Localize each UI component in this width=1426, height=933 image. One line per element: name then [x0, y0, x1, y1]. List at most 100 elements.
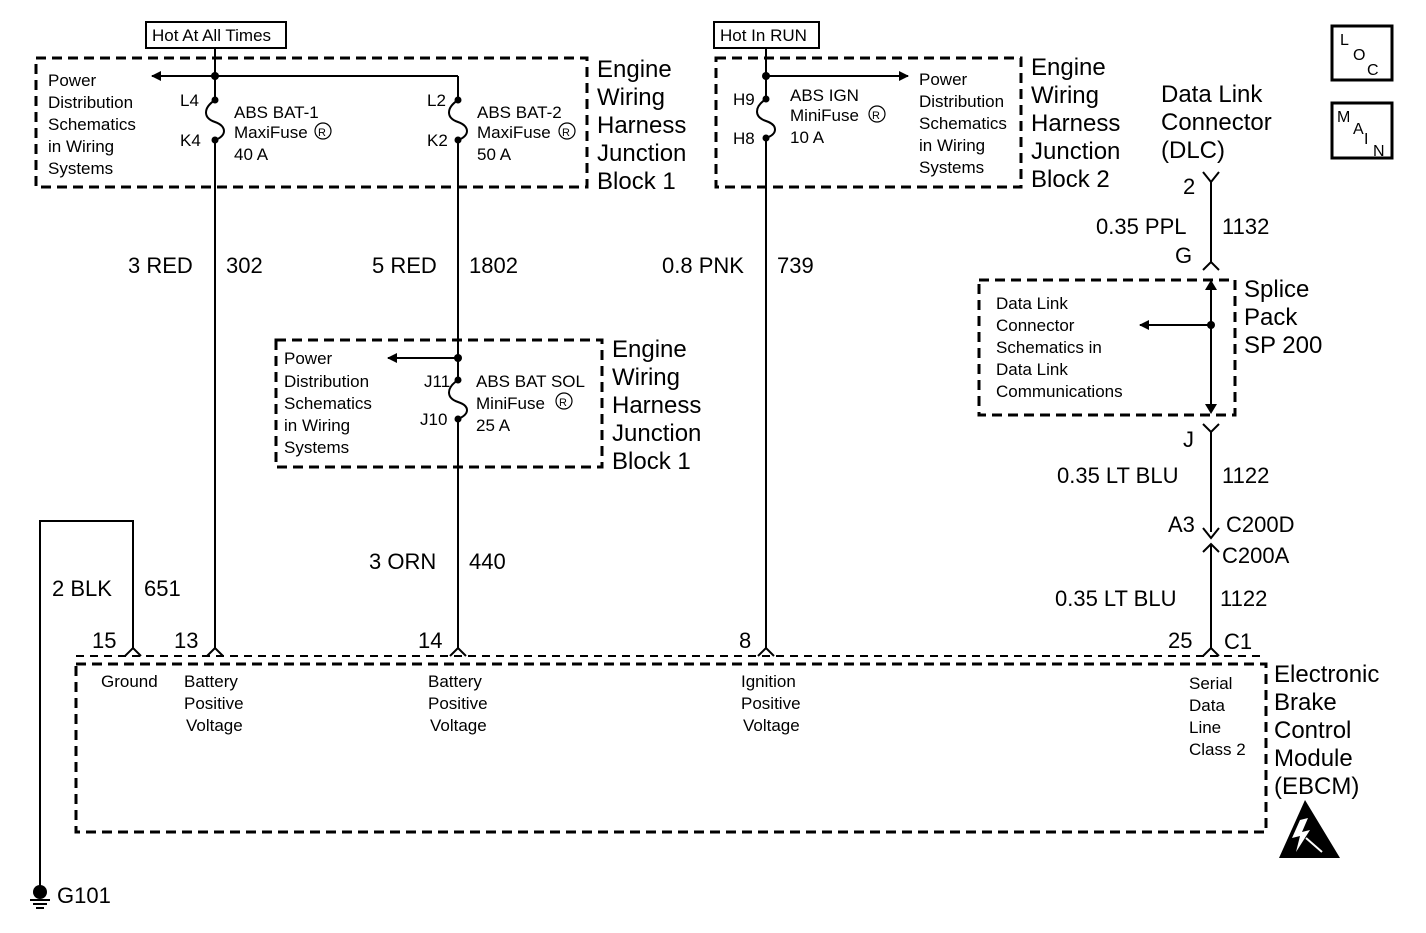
ebcm-connector-c1: C1: [1224, 629, 1252, 654]
svg-text:Positive: Positive: [428, 694, 488, 713]
svg-text:ABS BAT-1: ABS BAT-1: [234, 103, 319, 122]
svg-text:Battery: Battery: [184, 672, 238, 691]
svg-text:Junction: Junction: [612, 420, 701, 447]
svg-text:739: 739: [777, 253, 814, 278]
svg-text:L: L: [1340, 32, 1349, 49]
junction-block-2: Power Distribution Schematics in Wiring …: [714, 54, 1120, 193]
svg-text:Distribution: Distribution: [919, 92, 1004, 111]
wire-739-label: 0.8 PNK 739: [662, 253, 814, 278]
svg-text:Harness: Harness: [597, 112, 686, 139]
svg-text:1132: 1132: [1222, 214, 1269, 239]
svg-text:0.35 LT BLU: 0.35 LT BLU: [1057, 463, 1178, 488]
svg-text:440: 440: [469, 549, 506, 574]
svg-text:Distribution: Distribution: [48, 93, 133, 112]
svg-text:Power: Power: [48, 71, 97, 90]
abs-ign-fuse: H9 H8 ABS IGN MiniFuse R 10 A: [733, 76, 886, 148]
svg-text:Class 2: Class 2: [1189, 740, 1246, 759]
svg-text:Connector: Connector: [996, 316, 1075, 335]
svg-text:Serial: Serial: [1189, 674, 1232, 693]
svg-text:8: 8: [739, 628, 751, 653]
svg-text:J11: J11: [424, 372, 450, 391]
svg-text:3 RED: 3 RED: [128, 253, 193, 278]
svg-text:Connector: Connector: [1161, 109, 1272, 136]
svg-text:Schematics in: Schematics in: [996, 338, 1102, 357]
svg-text:Harness: Harness: [1031, 110, 1120, 137]
svg-text:13: 13: [174, 628, 198, 653]
jb1-mid-title: Engine: [612, 336, 687, 363]
power-distribution-ref-1: Power Distribution Schematics in Wiring …: [48, 71, 136, 178]
svg-text:14: 14: [418, 628, 442, 653]
ebcm-pin-8: 8 Ignition Positive Voltage: [739, 628, 801, 735]
svg-text:1122: 1122: [1222, 463, 1269, 488]
abs-bat-sol-fuse: J11 J10 ABS BAT SOL MiniFuse R 25 A: [420, 358, 585, 435]
svg-text:ABS BAT-2: ABS BAT-2: [477, 103, 562, 122]
svg-text:50 A: 50 A: [477, 145, 512, 164]
svg-text:Brake: Brake: [1274, 689, 1337, 716]
wire-1802-label: 5 RED 1802: [372, 253, 518, 278]
svg-text:A: A: [1353, 121, 1364, 138]
svg-text:Electronic: Electronic: [1274, 661, 1379, 688]
svg-text:Block 1: Block 1: [612, 448, 691, 475]
svg-text:Hot In RUN: Hot In RUN: [720, 26, 807, 45]
wire-302-label: 3 RED 302: [128, 253, 263, 278]
wire-1122b-label: 0.35 LT BLU 1122: [1055, 586, 1267, 611]
svg-text:Power: Power: [919, 70, 968, 89]
svg-text:R: R: [872, 110, 880, 122]
abs-bat-1-fuse: L4 K4 ABS BAT-1 MaxiFuse R 40 A: [180, 76, 332, 164]
svg-text:Data Link: Data Link: [996, 360, 1068, 379]
svg-text:Systems: Systems: [919, 158, 984, 177]
svg-text:0.35 LT BLU: 0.35 LT BLU: [1055, 586, 1176, 611]
svg-text:N: N: [1373, 143, 1385, 160]
svg-text:C200A: C200A: [1222, 543, 1290, 568]
svg-text:K4: K4: [180, 131, 201, 150]
svg-text:651: 651: [144, 576, 181, 601]
svg-text:2 BLK: 2 BLK: [52, 576, 112, 601]
svg-text:0.35 PPL: 0.35 PPL: [1096, 214, 1187, 239]
svg-text:Ground: Ground: [101, 672, 158, 691]
ebcm-pin-25: 25 Serial Data Line Class 2: [1168, 628, 1246, 759]
svg-text:Control: Control: [1274, 717, 1351, 744]
junction-block-1-top: Power Distribution Schematics in Wiring …: [34, 56, 686, 195]
wire-440-label: 3 ORN 440: [369, 549, 506, 574]
svg-text:Positive: Positive: [741, 694, 801, 713]
svg-text:O: O: [1353, 47, 1365, 64]
svg-text:302: 302: [226, 253, 263, 278]
svg-text:Voltage: Voltage: [430, 716, 487, 735]
main-button[interactable]: M A I N: [1330, 101, 1394, 160]
svg-text:Harness: Harness: [612, 392, 701, 419]
svg-text:G101: G101: [57, 883, 111, 908]
svg-text:in Wiring: in Wiring: [284, 416, 350, 435]
ground-g101-icon: G101: [30, 883, 111, 909]
junction-block-1-mid: Power Distribution Schematics in Wiring …: [274, 336, 701, 475]
svg-text:H9: H9: [733, 90, 755, 109]
splice-pin-g: G: [1175, 243, 1192, 268]
esd-sensitive-icon: [1279, 800, 1340, 858]
svg-text:Wiring: Wiring: [1031, 82, 1099, 109]
svg-text:Battery: Battery: [428, 672, 482, 691]
svg-text:K2: K2: [427, 131, 448, 150]
connector-c200: A3 C200D C200A: [1168, 512, 1294, 568]
svg-text:Voltage: Voltage: [743, 716, 800, 735]
loc-button[interactable]: L O C: [1330, 24, 1394, 82]
svg-text:Line: Line: [1189, 718, 1221, 737]
svg-text:Schematics: Schematics: [919, 114, 1007, 133]
svg-text:MaxiFuse: MaxiFuse: [477, 123, 551, 142]
svg-text:Data Link: Data Link: [1161, 81, 1263, 108]
svg-text:Wiring: Wiring: [612, 364, 680, 391]
svg-text:MaxiFuse: MaxiFuse: [234, 123, 308, 142]
svg-text:2: 2: [1183, 174, 1195, 199]
svg-text:MiniFuse: MiniFuse: [790, 106, 859, 125]
svg-text:25 A: 25 A: [476, 416, 511, 435]
svg-text:(DLC): (DLC): [1161, 137, 1225, 164]
jb2-title: Engine: [1031, 54, 1106, 81]
ebcm-pin-14: 14 Battery Positive Voltage: [418, 628, 488, 735]
svg-text:Schematics: Schematics: [48, 115, 136, 134]
svg-text:Hot At All Times: Hot At All Times: [152, 26, 271, 45]
svg-text:R: R: [318, 127, 326, 139]
power-distribution-ref-3: Power Distribution Schematics in Wiring …: [284, 349, 372, 457]
svg-text:Block 2: Block 2: [1031, 166, 1110, 193]
svg-text:0.8 PNK: 0.8 PNK: [662, 253, 744, 278]
svg-text:M: M: [1337, 109, 1350, 126]
hot-in-run-tag: Hot In RUN: [713, 21, 820, 49]
svg-text:J10: J10: [420, 410, 447, 429]
